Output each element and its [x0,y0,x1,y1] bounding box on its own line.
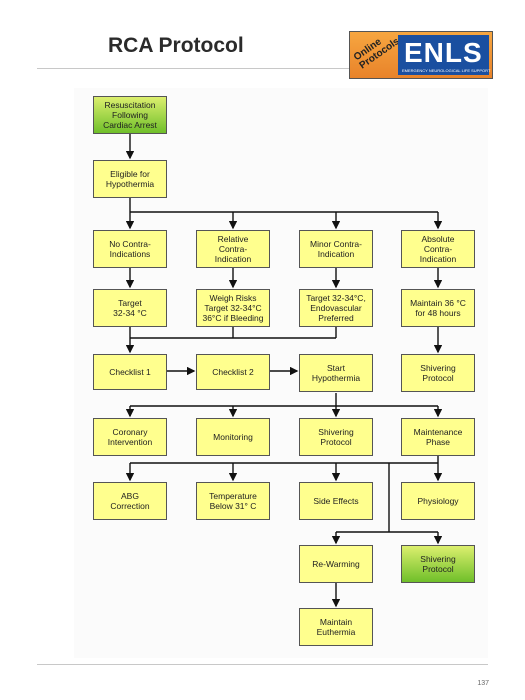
page-title: RCA Protocol [108,34,244,57]
node-relative-contra: Relative Contra- Indication [196,230,270,268]
node-start-hypothermia: Start Hypothermia [299,354,373,392]
node-resuscitation: Resuscitation Following Cardiac Arrest [93,96,167,134]
title-divider [37,68,488,69]
node-minor-contra: Minor Contra- Indication [299,230,373,268]
page-number: 137 [477,680,489,687]
node-absolute-contra: Absolute Contra- Indication [401,230,475,268]
node-maintenance: Maintenance Phase [401,418,475,456]
node-physiology: Physiology [401,482,475,520]
logo-brand: ENLS [404,37,483,68]
node-checklist-1: Checklist 1 [93,354,167,390]
node-maintain-36: Maintain 36 °C for 48 hours [401,289,475,327]
node-maintain-euthermia: Maintain Euthermia [299,608,373,646]
node-target-32-34: Target 32-34 °C [93,289,167,327]
node-weigh-risks: Weigh Risks Target 32-34°C 36°C if Bleed… [196,289,270,327]
node-coronary: Coronary Intervention [93,418,167,456]
footer-divider [37,664,488,665]
node-rewarming: Re-Warming [299,545,373,583]
node-target-endovascular: Target 32-34°C, Endovascular Preferred [299,289,373,327]
logo-badge: ENLS EMERGENCY NEUROLOGICAL LIFE SUPPORT [398,35,491,75]
node-temperature: Temperature Below 31° C [196,482,270,520]
node-abg-correction: ABG Correction [93,482,167,520]
node-monitoring: Monitoring [196,418,270,456]
node-side-effects: Side Effects [299,482,373,520]
logo-subtitle: EMERGENCY NEUROLOGICAL LIFE SUPPORT [402,68,491,73]
node-no-contra: No Contra- Indications [93,230,167,268]
node-shivering-protocol-a: Shivering Protocol [401,354,475,392]
node-shivering-protocol-c: Shivering Protocol [401,545,475,583]
node-eligible: Eligible for Hypothermia [93,160,167,198]
node-shivering-protocol-b: Shivering Protocol [299,418,373,456]
node-checklist-2: Checklist 2 [196,354,270,390]
